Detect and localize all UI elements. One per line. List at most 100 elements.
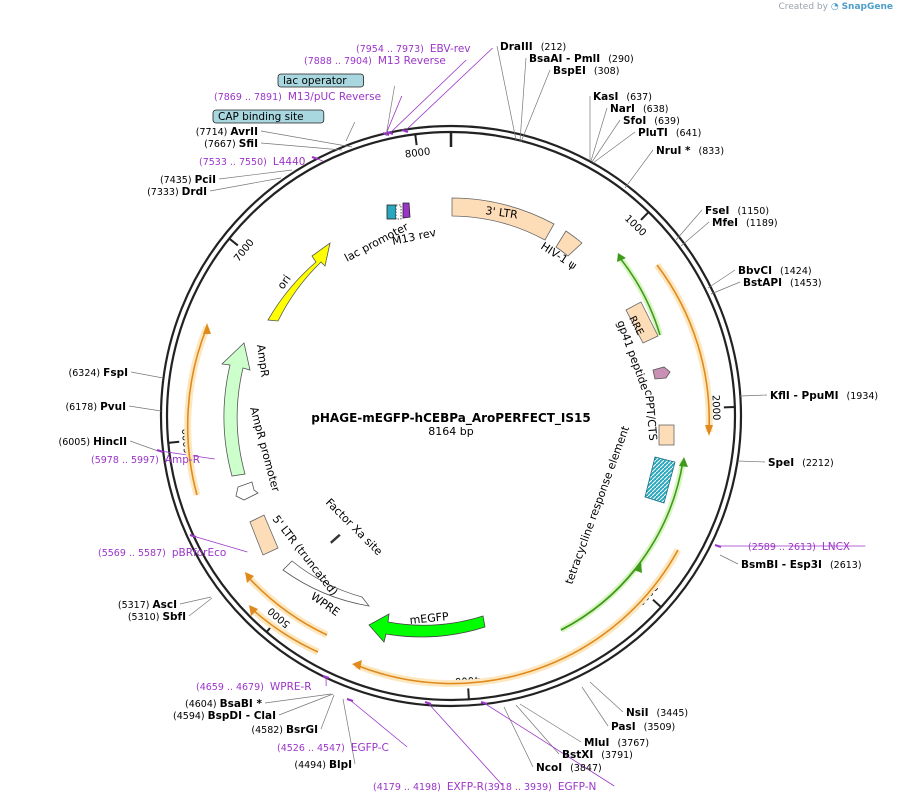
enzyme-label[interactable]: BstXI(3791) [562, 749, 633, 761]
primer-mark [386, 131, 394, 135]
enzyme-name: KasI [593, 91, 618, 103]
feature-rre[interactable] [625, 301, 659, 344]
enzyme-leader [520, 69, 551, 143]
enzyme-name: HincII [93, 436, 127, 448]
enzyme-label[interactable]: (7435) PciI [160, 174, 216, 186]
primer-position: (7954 .. 7973) [356, 44, 424, 55]
enzyme-label[interactable]: KasI(637) [593, 91, 652, 103]
enzyme-position: (2212) [802, 458, 834, 469]
primer-label[interactable]: (4179 .. 4198)EXFP-R [373, 781, 484, 793]
enzyme-label[interactable]: BsaAI - PmlI (290) [529, 53, 634, 65]
primer-mark [156, 449, 164, 453]
boxed-label[interactable]: lac operator [283, 75, 347, 87]
enzyme-label[interactable]: NruI *(833) [656, 145, 724, 157]
enzyme-label[interactable]: SpeI (2212) [768, 457, 834, 469]
credit-prefix: Created by [778, 2, 828, 12]
enzyme-label[interactable]: (4594) BspDI - ClaI [173, 710, 276, 722]
feature-hiv-psi[interactable] [555, 230, 583, 257]
primer-label[interactable]: (7533 .. 7550)L4440 [199, 156, 305, 168]
green-arcs [559, 253, 688, 633]
primer-name: EBV-rev [430, 43, 471, 55]
feature-gp41[interactable] [652, 366, 671, 380]
feature-ltr3[interactable] [451, 197, 555, 241]
enzyme-label[interactable]: BstAPI(1453) [743, 277, 822, 289]
enzyme-label[interactable]: BspEI(308) [553, 65, 619, 77]
primer-label[interactable]: (5569 .. 5587)pBRforEco [98, 547, 226, 559]
enzyme-label[interactable]: (7714) AvrII [196, 126, 258, 138]
enzyme-name: DraIII [500, 41, 533, 53]
feature-tre[interactable] [644, 456, 676, 504]
boxed-label[interactable]: CAP binding site [218, 111, 304, 123]
enzyme-label[interactable]: DraIII (212) [500, 41, 566, 53]
primer-leader [404, 47, 493, 132]
feature-wpre[interactable] [282, 560, 370, 607]
enzyme-label[interactable]: (6005) HincII [58, 436, 127, 448]
enzyme-name: SpeI [768, 457, 794, 469]
primer-label[interactable]: (7888 .. 7904)M13 Reverse [304, 55, 446, 67]
boxed-label-bg [277, 73, 364, 88]
enzyme-label[interactable]: FseI(1150) [705, 205, 769, 217]
primer-label[interactable]: (4526 .. 4547)EGFP-C [277, 742, 389, 754]
primer-leader [385, 95, 403, 135]
enzyme-label[interactable]: NsiI(3445) [626, 707, 688, 719]
feature-cppt[interactable] [658, 424, 675, 446]
feature-ampr-promoter[interactable] [235, 481, 259, 501]
enzyme-label[interactable]: NarI(638) [610, 103, 669, 115]
enzyme-name: BsaBI * [220, 698, 263, 710]
enzyme-label[interactable]: (6324) FspI [69, 367, 128, 379]
primer-label[interactable]: (3918 .. 3939)EGFP-N [484, 781, 596, 793]
label-ampr: AmpR [254, 344, 271, 379]
enzyme-label[interactable]: PluTI(641) [638, 127, 701, 139]
enzyme-name: KflI - PpuMI [770, 390, 839, 402]
enzyme-label[interactable]: (4494) BlpI [294, 759, 352, 771]
enzyme-label[interactable]: (4604) BsaBI * [185, 698, 263, 710]
enzyme-name: BspEI [553, 65, 586, 77]
enzyme-label[interactable]: (5317) AscI [118, 599, 177, 611]
primer-label[interactable]: (4659 .. 4679)WPRE-R [196, 681, 312, 693]
feature-ltr5[interactable] [249, 514, 279, 556]
primer-position: (7533 .. 7550) [199, 157, 267, 168]
feature-m13rev[interactable] [402, 202, 411, 219]
enzyme-position: (212) [541, 42, 567, 53]
primer-leader [427, 702, 504, 787]
enzyme-label[interactable]: (7333) DrdI [147, 186, 207, 198]
enzyme-name: BsaAI - PmlI [529, 53, 600, 65]
enzyme-leader [707, 269, 736, 289]
enzyme-label[interactable]: KflI - PpuMI(1934) [770, 390, 878, 402]
feature-ori[interactable] [267, 242, 331, 322]
primer-label[interactable]: (2589 .. 2613)LNCX [748, 541, 850, 553]
enzyme-name: SfiI [239, 138, 258, 150]
enzyme-label[interactable]: (5310) SbfI [128, 611, 186, 623]
enzyme-label[interactable]: PasI(3509) [611, 721, 675, 733]
enzyme-label[interactable]: MluI(3767) [584, 737, 649, 749]
primer-position: (4659 .. 4679) [196, 682, 264, 693]
feature-factor-xa[interactable] [330, 533, 342, 545]
enzyme-label[interactable]: (6178) PvuI [65, 401, 126, 413]
primer-label[interactable]: (7869 .. 7891)M13/pUC Reverse [214, 91, 381, 103]
enzyme-label[interactable]: BbvCI(1424) [738, 265, 812, 277]
primer-label[interactable]: (7954 .. 7973) EBV-rev [356, 43, 471, 55]
enzyme-name: PluTI [638, 127, 668, 139]
enzyme-label[interactable]: BsmBI - Esp3I(2613) [741, 559, 862, 571]
feature-megfp[interactable] [368, 613, 486, 643]
enzyme-label[interactable]: (7667) SfiI [204, 138, 258, 150]
enzyme-position: (7714) [196, 127, 231, 138]
primer-label[interactable]: (5978 .. 5997)Amp-R [91, 454, 200, 466]
boxed-label-bg [212, 109, 325, 124]
enzyme-leader [737, 460, 766, 463]
plasmid-name: pHAGE-mEGFP-hCEBPa_AroPERFECT_IS15 [311, 411, 590, 426]
enzyme-label[interactable]: MfeI(1189) [712, 217, 778, 229]
enzyme-leader [589, 681, 624, 713]
enzyme-position: (3767) [617, 738, 649, 749]
enzyme-label[interactable]: NcoI(3847) [536, 762, 602, 774]
enzyme-leader [342, 698, 356, 765]
feature-lac-promoter[interactable] [386, 204, 402, 220]
primer-name: LNCX [822, 541, 850, 553]
enzyme-position: (290) [608, 54, 634, 65]
enzyme-label[interactable]: SfoI(639) [623, 115, 680, 127]
enzyme-label[interactable]: (4582) BsrGI [251, 724, 318, 736]
enzyme-name: FspI [103, 367, 128, 379]
feature-ampr[interactable] [221, 342, 251, 477]
primer-name: pBRforEco [172, 547, 226, 559]
enzyme-position: (638) [643, 104, 669, 115]
